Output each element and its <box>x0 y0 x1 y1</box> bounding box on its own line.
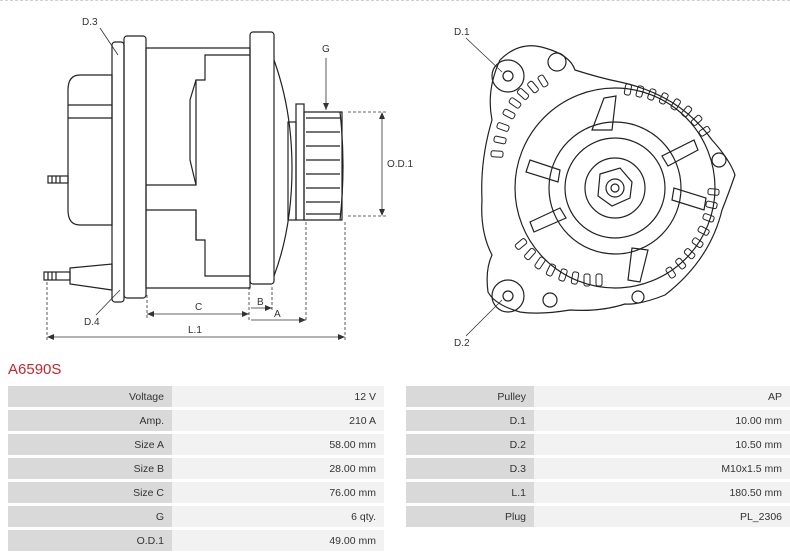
spec-value: 10.50 mm <box>534 434 790 455</box>
spec-label: L.1 <box>406 482 534 503</box>
label-b: B <box>257 297 264 308</box>
spec-value: 180.50 mm <box>534 482 790 503</box>
table-row: Voltage 12 V Pulley AP <box>8 386 790 407</box>
table-row: Size C 76.00 mm L.1 180.50 mm <box>8 482 790 503</box>
label-d2: D.2 <box>454 338 470 349</box>
label-d3: D.3 <box>82 17 98 28</box>
label-d1: D.1 <box>454 27 470 38</box>
alternator-technical-drawing: D.3 G O.D.1 D.4 C B A L.1 <box>43 17 736 349</box>
spec-label: Voltage <box>8 386 172 407</box>
spec-value: 28.00 mm <box>172 458 384 479</box>
spec-value: 210 A <box>172 410 384 431</box>
spec-value: 10.00 mm <box>534 410 790 431</box>
spec-value: 49.00 mm <box>172 530 384 551</box>
top-divider <box>0 0 790 3</box>
spec-value: 12 V <box>172 386 384 407</box>
table-row: Amp. 210 A D.1 10.00 mm <box>8 410 790 431</box>
spec-value: AP <box>534 386 790 407</box>
spec-table: Voltage 12 V Pulley AP Amp. 210 A D.1 10… <box>8 383 790 554</box>
label-l1: L.1 <box>188 325 202 336</box>
label-od1: O.D.1 <box>387 159 414 170</box>
table-row: G 6 qty. Plug PL_2306 <box>8 506 790 527</box>
table-row: O.D.1 49.00 mm <box>8 530 790 551</box>
spec-label: Size B <box>8 458 172 479</box>
spec-label: O.D.1 <box>8 530 172 551</box>
spec-value: M10x1.5 mm <box>534 458 790 479</box>
spec-value: 6 qty. <box>172 506 384 527</box>
label-c: C <box>195 302 202 313</box>
spec-label: Plug <box>406 506 534 527</box>
spec-label: D.2 <box>406 434 534 455</box>
spec-label: Amp. <box>8 410 172 431</box>
label-g: G <box>322 44 330 55</box>
spec-value: PL_2306 <box>534 506 790 527</box>
table-row: Size B 28.00 mm D.3 M10x1.5 mm <box>8 458 790 479</box>
label-a: A <box>274 309 281 320</box>
spec-label: Pulley <box>406 386 534 407</box>
spec-value: 58.00 mm <box>172 434 384 455</box>
table-row: Size A 58.00 mm D.2 10.50 mm <box>8 434 790 455</box>
spec-value: 76.00 mm <box>172 482 384 503</box>
product-code: A6590S <box>8 361 62 378</box>
spec-label: Size C <box>8 482 172 503</box>
spec-label: Size A <box>8 434 172 455</box>
label-d4: D.4 <box>84 317 100 328</box>
spec-label: G <box>8 506 172 527</box>
spec-label: D.3 <box>406 458 534 479</box>
spec-label: D.1 <box>406 410 534 431</box>
